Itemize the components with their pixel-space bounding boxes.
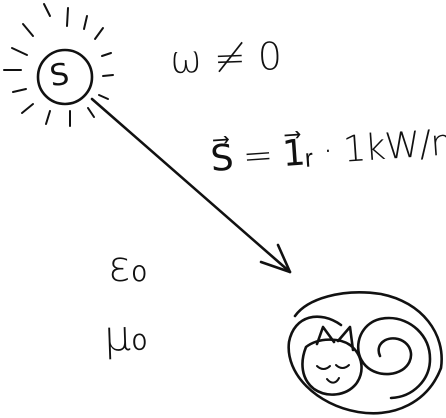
sun-label: S — [48, 60, 71, 92]
permeability-label: μ₀ — [103, 314, 148, 357]
sleeping-cat-icon — [289, 292, 442, 413]
omega-condition-label: ω ≠ 0 — [169, 37, 282, 79]
permittivity-label: ε₀ — [108, 246, 148, 288]
